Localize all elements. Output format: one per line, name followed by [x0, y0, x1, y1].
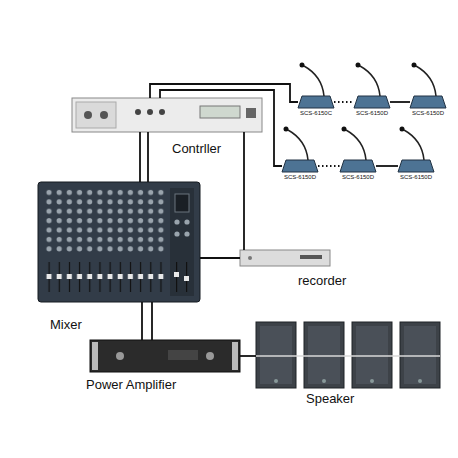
device-label: Contrller: [172, 142, 221, 157]
cable-line: [151, 302, 153, 340]
speaker-cabinet: [256, 322, 440, 388]
cable-line: [160, 90, 282, 166]
cable-line: [150, 84, 298, 102]
device-label: SCS-6150D: [340, 174, 376, 181]
device-label: SCS-6150C: [298, 110, 334, 117]
speaker-group: Speaker: [256, 322, 440, 388]
cable-line: [318, 165, 340, 167]
device-label: SCS-6150D: [410, 110, 446, 117]
mixer-console: [38, 182, 200, 302]
mic-unit: SCS-6150D: [410, 96, 446, 108]
mic-unit: SCS-6150D: [398, 160, 434, 172]
speaker-wire: [256, 355, 440, 357]
amplifier-box: Power Amplifier: [90, 340, 240, 372]
mic-unit: SCS-6150C: [298, 96, 334, 108]
cable-line: [390, 101, 410, 103]
device-label: Speaker: [306, 392, 354, 407]
device-label: SCS-6150D: [398, 174, 434, 181]
device-label: recorder: [298, 274, 346, 289]
cable-line: [139, 132, 141, 182]
cable-line: [240, 355, 256, 357]
cable-line: [334, 101, 354, 103]
device-label: SCS-6150D: [282, 174, 318, 181]
cable-line: [141, 302, 143, 340]
cable-line: [200, 257, 240, 259]
mic-unit: SCS-6150D: [340, 160, 376, 172]
conference-mic: [282, 127, 434, 173]
mic-unit: SCS-6150D: [282, 160, 318, 172]
controller-unit: [72, 98, 262, 132]
amplifier-unit: [90, 340, 240, 372]
controller-box: Contrller: [72, 98, 262, 132]
cable-line: [376, 165, 398, 167]
device-label: SCS-6150D: [354, 110, 390, 117]
mic-unit: SCS-6150D: [354, 96, 390, 108]
cable-line: [243, 132, 245, 250]
recorder-box: recorder: [240, 250, 330, 266]
device-label: Mixer: [50, 318, 82, 333]
device-label: Power Amplifier: [86, 378, 176, 393]
recorder-unit: [240, 250, 330, 266]
conference-mic: [298, 63, 446, 109]
mixer-box: Mixer: [38, 182, 200, 302]
cable-line: [147, 132, 149, 182]
